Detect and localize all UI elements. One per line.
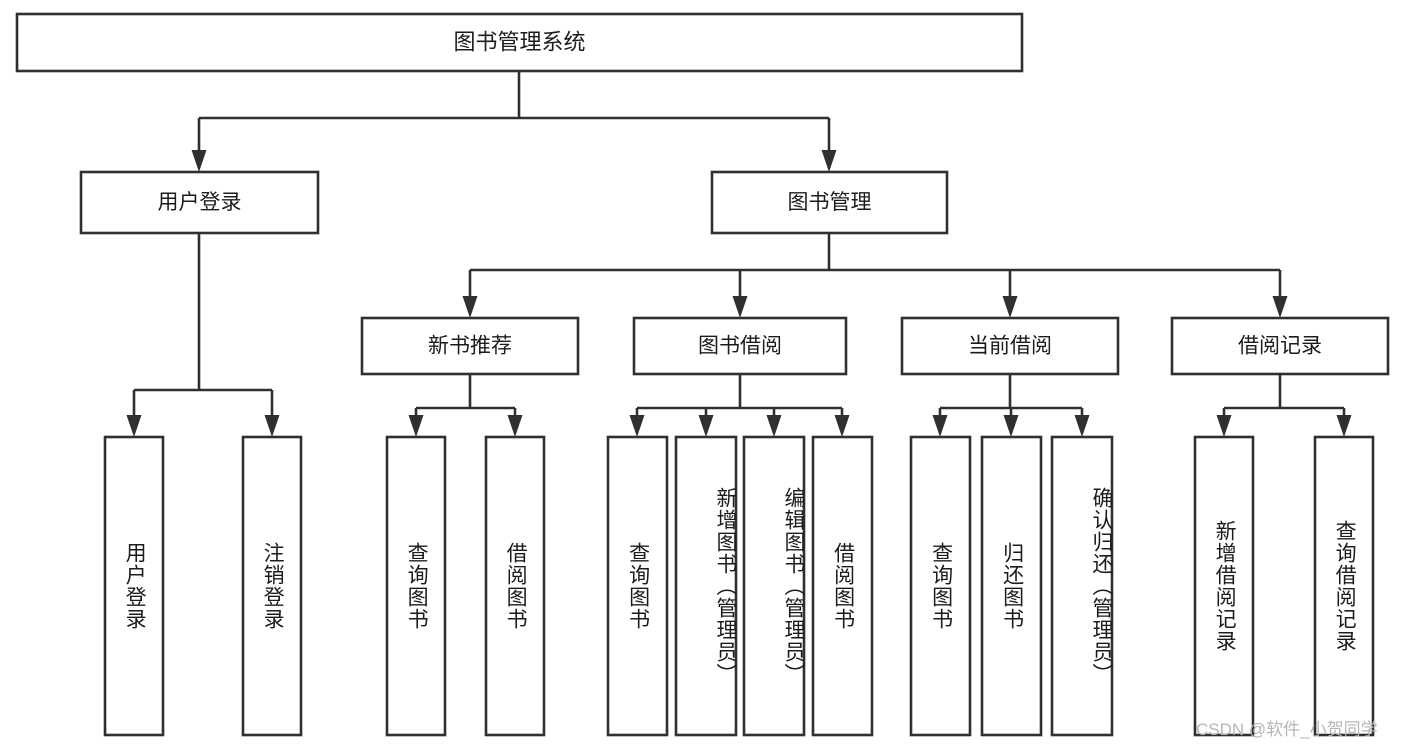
node-box: [900, 316, 1120, 376]
arrow-head-icon: [1002, 296, 1018, 318]
node-box: [674, 435, 738, 737]
node-box: [241, 435, 303, 737]
arrow-head-icon: [191, 150, 207, 172]
arrow-head-icon: [126, 415, 142, 437]
arrow-head-icon: [1074, 415, 1090, 437]
arrow-head-icon: [698, 415, 714, 437]
connector-layer: [126, 71, 1352, 437]
node-box: [909, 435, 972, 737]
node-leaf-return-book[interactable]: [980, 435, 1043, 737]
node-label: 借阅记录: [1238, 335, 1322, 358]
node-leaf-query-book-3[interactable]: [909, 435, 972, 737]
node-box: [710, 170, 949, 235]
node-leaf-query-book-1[interactable]: [385, 435, 447, 737]
node-borrow-record[interactable]: 借阅记录: [1170, 316, 1390, 376]
node-box: [632, 316, 848, 376]
node-box: [1050, 435, 1114, 737]
arrow-head-icon: [766, 415, 782, 437]
node-new-book-recommend[interactable]: 新书推荐: [360, 316, 580, 376]
node-leaf-edit-book[interactable]: [742, 435, 806, 737]
node-leaf-confirm-return[interactable]: [1050, 435, 1114, 737]
node-box: [811, 435, 874, 737]
node-label: 新书推荐: [428, 335, 512, 358]
csdn-watermark: CSDN @软件_小贺同学: [1196, 720, 1378, 739]
arrow-head-icon: [1003, 415, 1019, 437]
node-box: [1170, 316, 1390, 376]
node-box: [742, 435, 806, 737]
node-label: 当前借阅: [968, 335, 1052, 358]
node-box: [15, 12, 1024, 73]
node-box: [606, 435, 669, 737]
node-label: 图书借阅: [698, 335, 782, 358]
node-leaf-borrow-book-2[interactable]: [811, 435, 874, 737]
node-box: [385, 435, 447, 737]
node-book-manage[interactable]: 图书管理: [710, 170, 949, 235]
node-box: [103, 435, 165, 737]
node-user-login[interactable]: 用户登录: [79, 170, 320, 235]
node-leaf-add-book[interactable]: [674, 435, 738, 737]
node-box: [1193, 435, 1255, 737]
node-leaf-query-book-2[interactable]: [606, 435, 669, 737]
node-box: [360, 316, 580, 376]
node-root-system[interactable]: 图书管理系统: [15, 12, 1024, 73]
node-leaf-logout[interactable]: [241, 435, 303, 737]
node-leaf-borrow-book-1[interactable]: [484, 435, 546, 737]
arrow-head-icon: [507, 415, 523, 437]
node-box: [980, 435, 1043, 737]
node-label: 用户登录: [158, 191, 242, 214]
node-leaf-user-login[interactable]: [103, 435, 165, 737]
arrow-head-icon: [462, 296, 478, 318]
node-leaf-query-record[interactable]: [1313, 435, 1375, 737]
node-current-borrow[interactable]: 当前借阅: [900, 316, 1120, 376]
arrow-head-icon: [1336, 415, 1352, 437]
node-label: 图书管理: [788, 191, 872, 214]
arrow-head-icon: [932, 415, 948, 437]
arrow-head-icon: [821, 150, 837, 172]
arrow-head-icon: [264, 415, 280, 437]
arrow-head-icon: [408, 415, 424, 437]
node-box: [484, 435, 546, 737]
arrow-head-icon: [834, 415, 850, 437]
arrow-head-icon: [629, 415, 645, 437]
arrow-head-icon: [1272, 296, 1288, 318]
node-box: [79, 170, 320, 235]
node-leaf-add-record[interactable]: [1193, 435, 1255, 737]
node-book-borrow[interactable]: 图书借阅: [632, 316, 848, 376]
arrow-head-icon: [732, 296, 748, 318]
node-label: 图书管理系统: [453, 29, 585, 54]
arrow-head-icon: [1216, 415, 1232, 437]
node-box: [1313, 435, 1375, 737]
